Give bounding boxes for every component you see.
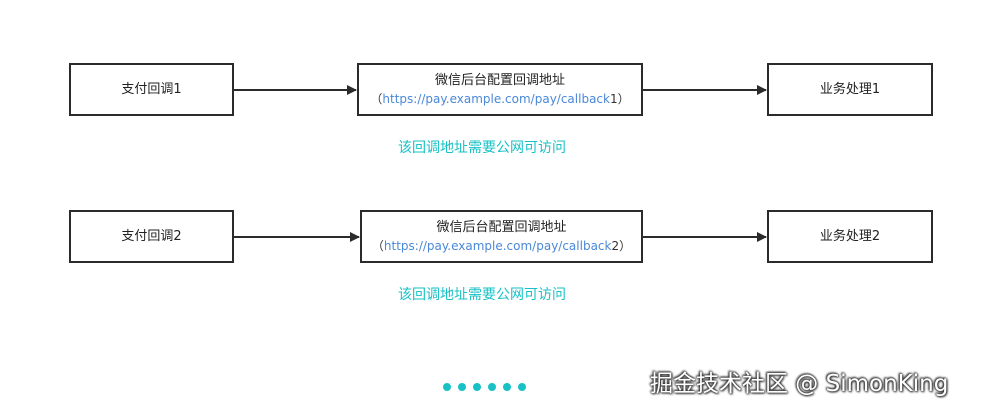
public-access-note-1: 该回调地址需要公网可访问 (398, 140, 566, 156)
payment-callback-label: 支付回调1 (121, 81, 182, 97)
watermark: 掘金技术社区 @ SimonKing (650, 371, 949, 397)
dot-3 (473, 383, 481, 391)
dot-4 (488, 383, 496, 391)
dot-2 (458, 383, 466, 391)
dot-1 (443, 383, 451, 391)
config-title: 微信后台配置回调地址 (434, 72, 565, 88)
callback-config-box-2: 微信后台配置回调地址 （https://pay.example.com/pay/… (360, 210, 643, 263)
payment-callback-label: 支付回调2 (121, 228, 182, 244)
business-process-label: 业务处理2 (819, 228, 881, 244)
payment-callback-box-1: 支付回调1 (69, 63, 234, 116)
callback-url-index: 1 (609, 91, 618, 106)
pagination-dots (443, 383, 526, 391)
paren-close: ） (619, 238, 632, 253)
public-access-note-2: 该回调地址需要公网可访问 (398, 287, 566, 303)
payment-callback-box-2: 支付回调2 (69, 210, 234, 263)
callback-url: https://pay.example.com/pay/callback (383, 238, 612, 253)
callback-url-line: （https://pay.example.com/pay/callback2） (372, 237, 631, 255)
callback-url-index: 2 (611, 238, 620, 253)
business-process-box-2: 业务处理2 (767, 210, 933, 263)
callback-url-line: （https://pay.example.com/pay/callback1） (370, 90, 629, 108)
callback-url: https://pay.example.com/pay/callback (382, 91, 610, 106)
paren-close: ） (617, 91, 630, 106)
paren-open: （ (371, 238, 384, 253)
business-process-box-1: 业务处理1 (767, 63, 933, 116)
dot-6 (518, 383, 526, 391)
dot-5 (503, 383, 511, 391)
callback-config-box-1: 微信后台配置回调地址 （https://pay.example.com/pay/… (357, 63, 643, 116)
paren-open: （ (370, 91, 383, 106)
business-process-label: 业务处理1 (819, 81, 881, 97)
config-title: 微信后台配置回调地址 (436, 219, 567, 235)
